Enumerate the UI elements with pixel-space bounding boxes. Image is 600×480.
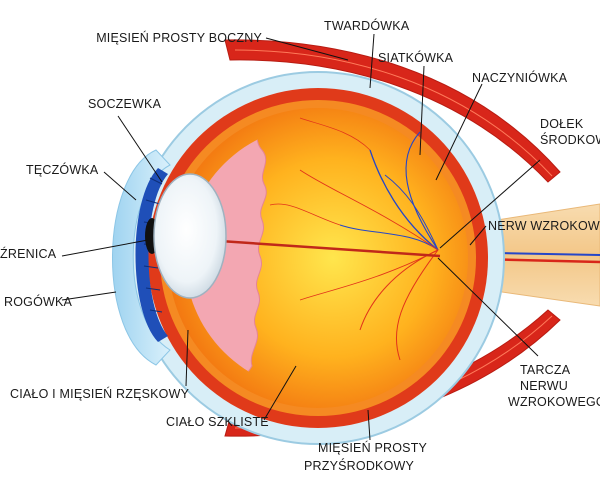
label-ciliary: CIAŁO I MIĘSIEŃ RZĘSKOWY [10, 386, 190, 401]
label-fovea-1: DOŁEK [540, 117, 584, 131]
label-sclera: TWARDÓWKA [324, 18, 410, 33]
label-vitreous: CIAŁO SZKLISTE [166, 415, 269, 429]
label-retina: SIATKÓWKA [378, 50, 454, 65]
label-optic-nerve: NERW WZROKOWY [488, 219, 600, 233]
retinal-vessels [269, 117, 439, 361]
label-iris: TĘCZÓWKA [26, 162, 99, 177]
label-lens: SOCZEWKA [88, 97, 162, 111]
label-medial-rectus-2: PRZYŚRODKOWY [304, 458, 415, 473]
label-lateral-rectus: MIĘSIEŃ PROSTY BOCZNY [96, 30, 262, 45]
label-fovea-2: ŚRODKOWY [540, 132, 600, 147]
label-optic-disc-1: TARCZA [520, 363, 571, 377]
label-choroid: NACZYNIÓWKA [472, 70, 568, 85]
label-pupil: ŹRENICA [0, 246, 57, 261]
label-optic-disc-3: WZROKOWEGO [508, 395, 600, 409]
label-cornea: ROGÓWKA [4, 294, 73, 309]
label-medial-rectus-1: MIĘSIEŃ PROSTY [318, 440, 428, 455]
label-optic-disc-2: NERWU [520, 379, 568, 393]
leader-lines [61, 33, 541, 441]
lateral-rectus-muscle [224, 39, 561, 183]
lens [153, 173, 227, 299]
